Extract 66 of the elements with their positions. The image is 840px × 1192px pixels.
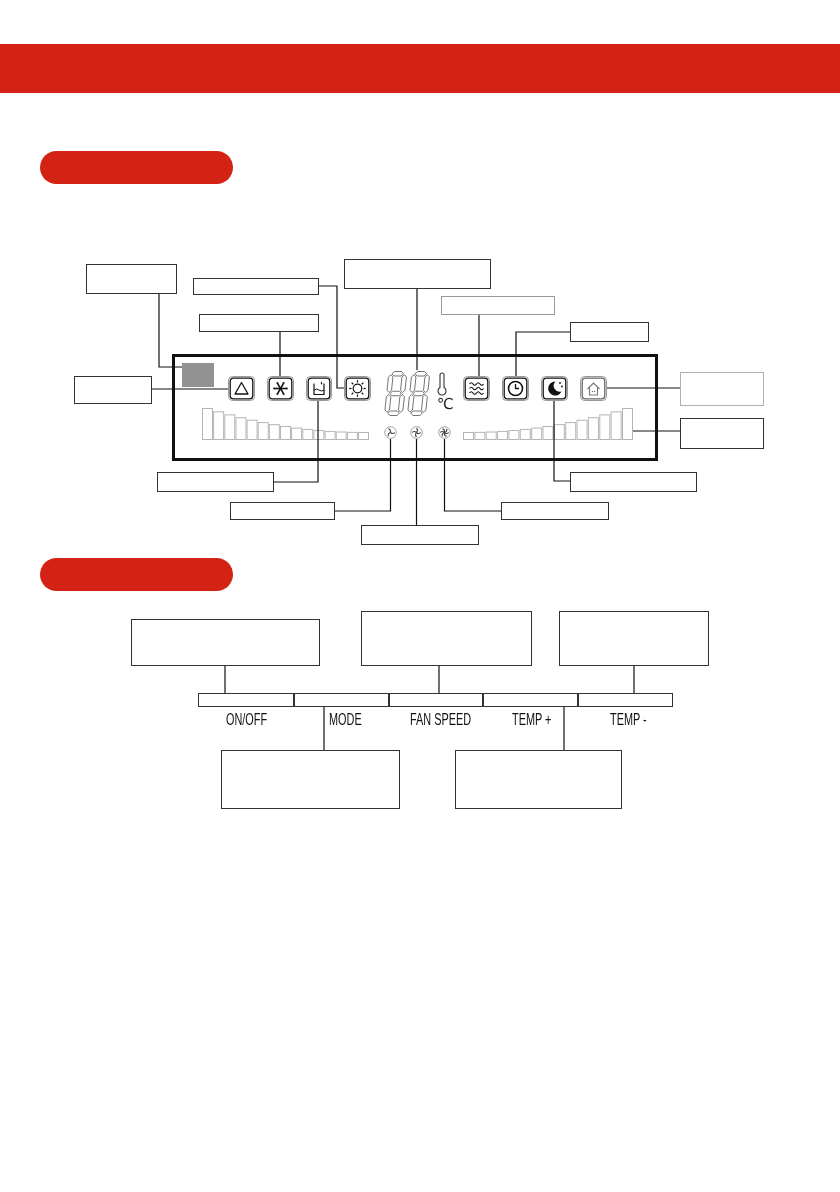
callout-box [441,296,555,315]
callout-box [361,611,532,666]
heat-wave-icon [463,376,490,401]
callout-box [455,750,622,809]
leader-line [515,331,571,377]
unit-symbol: ℃ [437,397,454,412]
leader-line [438,665,440,694]
section-heading-bar [40,151,233,184]
sun-icon [344,376,371,401]
callout-box [230,502,335,520]
fan-icon [410,426,423,439]
leader-line [478,314,480,377]
leader-line [158,293,183,368]
leader-line [632,430,681,432]
section-heading-bar [40,558,233,591]
leader-line [443,438,502,512]
callout-box [501,502,609,520]
callout-box [361,525,479,545]
key-segment [578,693,673,707]
key-label: ON/OFF [226,712,268,728]
leader-line [334,438,392,512]
callout-box [680,418,764,449]
callout-box [86,264,177,294]
callout-box [680,372,764,406]
leader-line [416,288,418,371]
key-segment [198,693,294,707]
key-segment [483,693,578,707]
leader-line [224,665,226,694]
seven-segment-digits [384,370,431,417]
callout-box [193,278,319,295]
house-icon [580,376,607,401]
leader-line [323,706,325,751]
callout-box [131,619,320,666]
callout-box [344,259,491,289]
fan-icon [384,426,397,439]
fan-icon [438,426,451,439]
leader-line [318,285,345,389]
leader-line [563,706,565,751]
leader-line [279,331,281,377]
triangle-icon [228,376,255,401]
leader-line [606,387,681,389]
water-tank-icon [306,376,332,401]
level-bar-graph [463,407,633,440]
moon-icon [541,376,568,401]
clock-icon [502,376,529,401]
key-segment [294,693,389,707]
callout-box [570,472,697,492]
leader-line [273,400,319,483]
callout-box [157,472,274,492]
key-label: FAN SPEED [410,712,472,728]
leader-line [415,438,418,526]
callout-box [74,376,152,404]
key-label: MODE [329,712,362,728]
leader-line [553,400,571,482]
leader-line [633,665,635,694]
lcd-display-panel [172,354,658,461]
callout-box [221,750,400,809]
callout-box [570,322,649,342]
callout-box [559,611,709,666]
key-label: TEMP + [512,712,552,728]
key-label: TEMP - [610,712,647,728]
dot-matrix-display [182,363,214,387]
key-segment [389,693,483,707]
snowflake-icon [267,376,294,401]
callout-box [199,314,319,332]
leader-line [151,388,229,390]
